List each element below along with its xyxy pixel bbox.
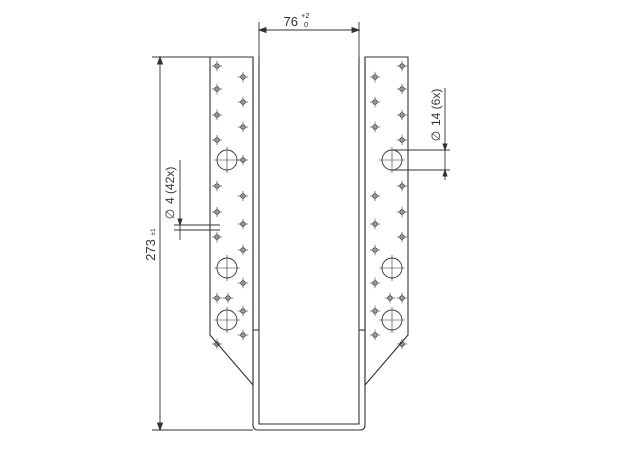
large-hole-arrow-bottom [442, 168, 448, 177]
small-hole [211, 134, 223, 146]
small-hole [211, 109, 223, 121]
small-hole [211, 83, 223, 95]
large-hole-symbol: ∅ [429, 131, 443, 141]
small-hole [396, 338, 408, 350]
large-hole-callout [390, 88, 450, 180]
holes-group [211, 60, 408, 350]
small-hole-value: 4 (42x) [163, 167, 177, 204]
width-arrow-right [351, 26, 361, 34]
width-dim-value: 76 [284, 14, 298, 29]
small-hole [237, 121, 249, 133]
width-dim-tol-upper: +2 [301, 11, 310, 20]
large-hole-arrow-top [442, 143, 448, 152]
small-hole [396, 292, 408, 304]
left-flange [209, 56, 254, 387]
small-hole [237, 71, 249, 83]
small-hole [237, 305, 249, 317]
small-hole [369, 329, 381, 341]
height-dim-value: 273 [143, 239, 158, 261]
large-hole [214, 147, 240, 173]
small-hole [222, 292, 234, 304]
small-hole [369, 244, 381, 256]
small-hole [396, 83, 408, 95]
height-arrow-top [156, 55, 164, 65]
height-dim-tol: ±1 [150, 228, 157, 236]
small-hole [237, 244, 249, 256]
small-hole [211, 60, 223, 72]
small-hole [396, 206, 408, 218]
width-arrow-left [257, 26, 267, 34]
small-hole [369, 277, 381, 289]
right-flange [364, 56, 409, 387]
small-hole [211, 206, 223, 218]
small-hole-symbol: ∅ [163, 209, 177, 219]
small-hole [237, 277, 249, 289]
u-body-outer [252, 57, 366, 431]
small-hole [211, 231, 223, 243]
width-dim-tol-lower: 0 [304, 20, 308, 29]
small-hole [396, 109, 408, 121]
small-hole [396, 180, 408, 192]
small-hole [369, 71, 381, 83]
small-hole [396, 134, 408, 146]
height-arrow-bottom [156, 422, 164, 432]
small-hole [396, 60, 408, 72]
small-hole [237, 218, 249, 230]
small-hole [237, 190, 249, 202]
large-hole [379, 307, 405, 333]
width-dimension [257, 22, 361, 57]
small-hole [211, 338, 223, 350]
small-hole [369, 96, 381, 108]
large-hole [214, 307, 240, 333]
small-hole [369, 121, 381, 133]
small-hole [369, 218, 381, 230]
small-hole [396, 231, 408, 243]
small-hole [237, 96, 249, 108]
height-dimension [152, 55, 253, 432]
small-hole-callout [174, 160, 220, 240]
small-hole [369, 190, 381, 202]
large-hole-value: 14 (6x) [429, 89, 443, 126]
small-hole [369, 305, 381, 317]
u-body-inner [258, 57, 360, 425]
small-hole-arrow [177, 218, 183, 227]
large-hole [379, 255, 405, 281]
small-hole [384, 292, 396, 304]
small-hole [237, 329, 249, 341]
large-hole [379, 147, 405, 173]
large-hole [214, 255, 240, 281]
small-hole [211, 292, 223, 304]
hanger-outline [209, 56, 409, 431]
small-hole [211, 180, 223, 192]
